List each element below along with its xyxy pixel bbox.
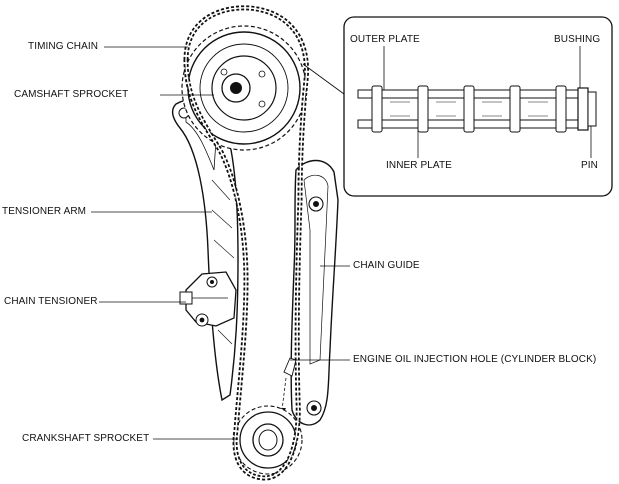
camshaft-sprocket (181, 25, 307, 151)
label-bushing: BUSHING (554, 34, 601, 45)
label-crankshaft-sprocket: CRANKSHAFT SPROCKET (22, 433, 150, 444)
label-oil-injection-hole: ENGINE OIL INJECTION HOLE (CYLINDER BLOC… (353, 354, 597, 365)
chain-tensioner (179, 271, 237, 327)
crankshaft-sprocket (233, 405, 303, 475)
chain-guide (278, 159, 339, 426)
label-tensioner-arm: TENSIONER ARM (2, 206, 87, 217)
label-chain-tensioner: CHAIN TENSIONER (4, 296, 98, 307)
label-pin: PIN (581, 160, 598, 171)
chain-detail-box (343, 16, 613, 197)
label-outer-plate: OUTER PLATE (350, 34, 420, 45)
label-inner-plate: INNER PLATE (386, 160, 452, 171)
leader-lines (91, 46, 350, 440)
detail-callout-line (302, 63, 345, 95)
label-chain-guide: CHAIN GUIDE (353, 260, 420, 271)
timing-chain (183, 5, 309, 481)
label-camshaft-sprocket: CAMSHAFT SPROCKET (14, 89, 129, 100)
label-timing-chain: TIMING CHAIN (28, 41, 99, 52)
